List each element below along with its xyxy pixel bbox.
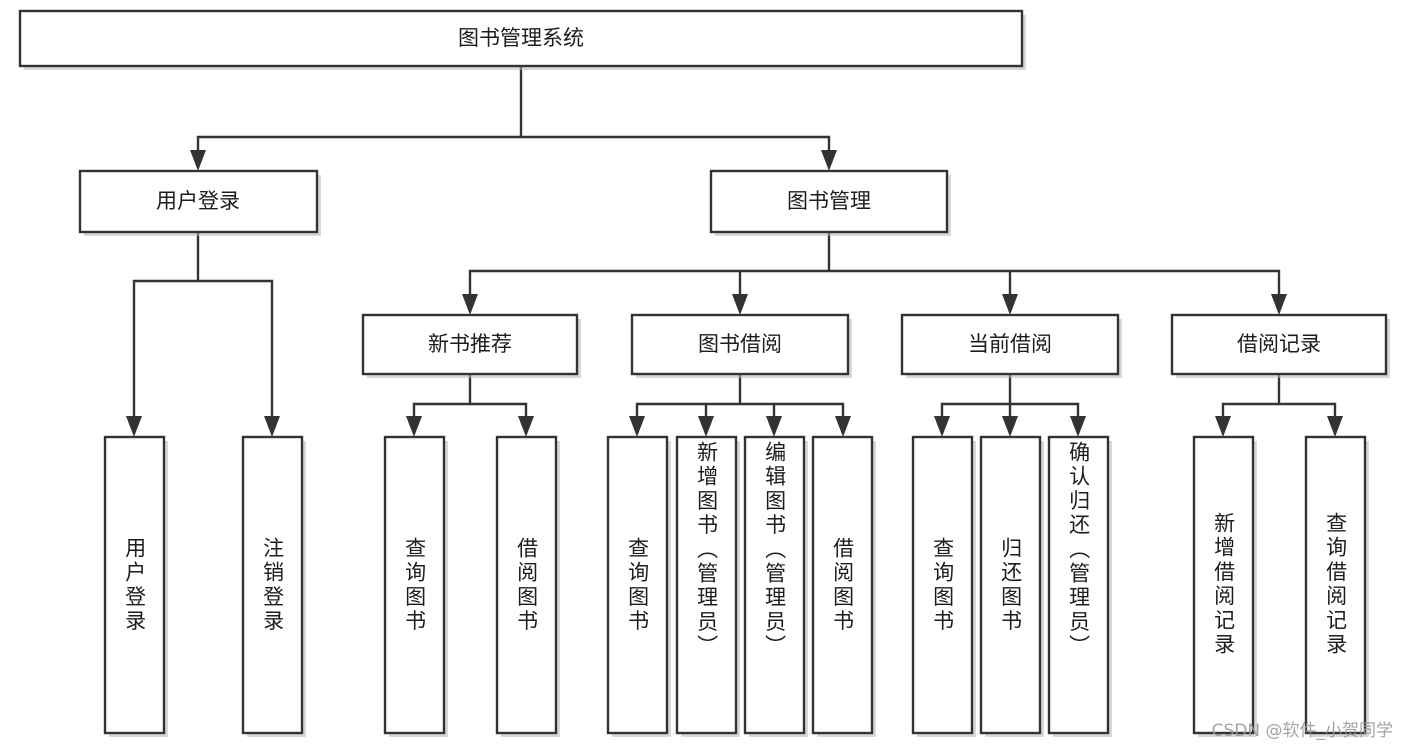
arrowhead-to-book-borrow xyxy=(732,294,748,315)
arrowhead-to-leaf-query-book-1 xyxy=(406,416,422,437)
node-layer: 图书管理系统 用户登录 图书管理 新书推荐 xyxy=(18,9,1390,737)
node-user-login[interactable]: 用户登录 xyxy=(78,169,321,236)
arrowhead-to-borrow-record xyxy=(1271,294,1287,315)
node-current-borrow-label: 当前借阅 xyxy=(968,332,1052,356)
node-leaf-borrow-book-2[interactable] xyxy=(811,435,876,737)
arrowhead-to-current-borrow xyxy=(1002,294,1018,315)
node-current-borrow[interactable]: 当前借阅 xyxy=(900,313,1122,378)
node-new-book-recommend-label: 新书推荐 xyxy=(428,332,512,356)
node-book-borrow[interactable]: 图书借阅 xyxy=(630,313,852,378)
arrowhead-to-leaf-query-book-3 xyxy=(934,416,950,437)
connector-root-bus xyxy=(196,64,831,159)
node-leaf-logout-login[interactable] xyxy=(241,435,306,737)
node-book-manage[interactable]: 图书管理 xyxy=(709,169,951,236)
node-root[interactable]: 图书管理系统 xyxy=(18,9,1026,70)
connector-book-borrow-bus xyxy=(635,372,845,425)
arrowhead-to-leaf-user-login xyxy=(126,416,142,437)
arrowhead-to-leaf-query-book-2 xyxy=(629,416,645,437)
arrowhead-to-new-book-recommend xyxy=(462,294,478,315)
node-leaf-query-book-3[interactable] xyxy=(911,435,976,737)
node-user-login-label: 用户登录 xyxy=(156,189,240,213)
node-root-label: 图书管理系统 xyxy=(458,26,584,50)
node-leaf-query-book-1[interactable] xyxy=(383,435,448,737)
connector-borrow-record-bus xyxy=(1221,372,1337,425)
arrowhead-to-leaf-borrow-book-1 xyxy=(518,416,534,437)
connector-user-login-bus xyxy=(132,230,274,425)
node-borrow-record[interactable]: 借阅记录 xyxy=(1170,313,1390,378)
node-leaf-edit-book-admin[interactable] xyxy=(743,435,808,737)
connector-new-book-recommend-bus xyxy=(412,372,528,425)
connector-current-borrow-bus xyxy=(940,372,1080,425)
arrowhead-to-leaf-confirm-return-admin xyxy=(1070,416,1086,437)
node-leaf-borrow-book-1[interactable] xyxy=(495,435,560,737)
arrowhead-to-leaf-logout-login xyxy=(264,416,280,437)
connector-book-manage-bus xyxy=(468,230,1281,303)
node-leaf-query-borrow-record[interactable] xyxy=(1304,435,1369,737)
node-leaf-add-book-admin[interactable] xyxy=(675,435,740,737)
node-leaf-add-borrow-record[interactable] xyxy=(1192,435,1257,737)
node-borrow-record-label: 借阅记录 xyxy=(1237,332,1321,356)
connector-layer xyxy=(126,64,1343,437)
arrowhead-to-leaf-add-book-admin xyxy=(698,416,714,437)
node-book-manage-label: 图书管理 xyxy=(787,189,871,213)
arrowhead-to-user-login xyxy=(190,150,206,171)
node-leaf-confirm-return-admin[interactable] xyxy=(1047,435,1112,737)
node-leaf-user-login[interactable] xyxy=(103,435,168,737)
node-book-borrow-label: 图书借阅 xyxy=(698,332,782,356)
node-leaf-query-book-2[interactable] xyxy=(606,435,671,737)
node-new-book-recommend[interactable]: 新书推荐 xyxy=(361,313,581,378)
node-leaf-return-book[interactable] xyxy=(979,435,1044,737)
arrowhead-to-leaf-query-borrow-record xyxy=(1327,416,1343,437)
arrowhead-to-leaf-add-borrow-record xyxy=(1215,416,1231,437)
arrowhead-to-leaf-return-book xyxy=(1002,416,1018,437)
arrowhead-to-book-manage xyxy=(821,150,837,171)
arrowhead-to-leaf-edit-book-admin xyxy=(766,416,782,437)
csdn-watermark: CSDN @软件_小贺同学 xyxy=(1211,721,1393,741)
arrowhead-to-leaf-borrow-book-2 xyxy=(835,416,851,437)
